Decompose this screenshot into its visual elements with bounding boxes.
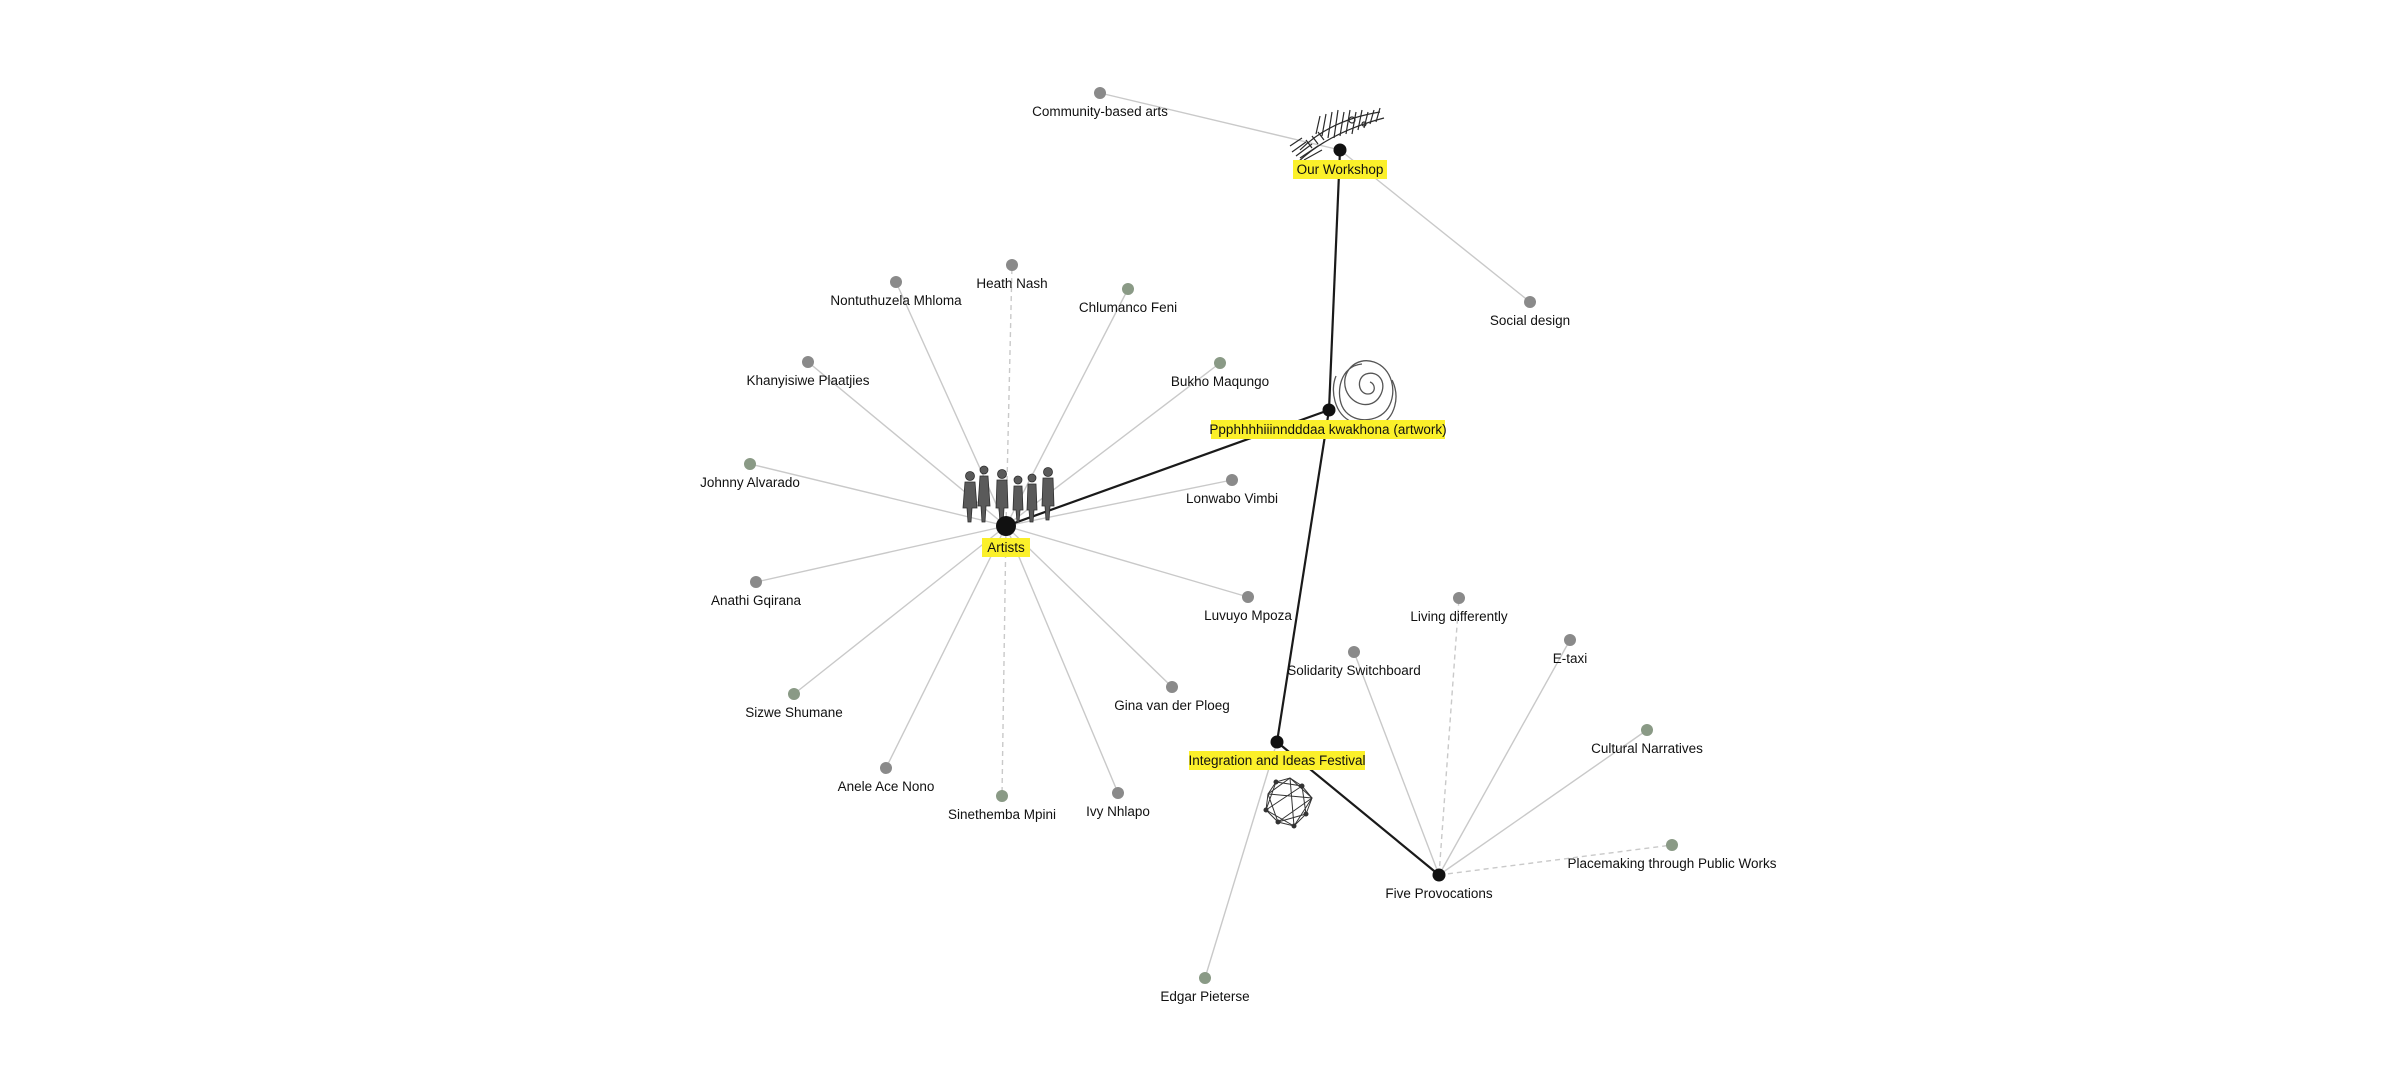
label-sizwe[interactable]: Sizwe Shumane	[745, 705, 843, 720]
node-etaxi[interactable]	[1564, 634, 1576, 646]
edge-five-etaxi	[1438, 639, 1571, 876]
edge-workshop-ppph	[1327, 149, 1342, 411]
label-bg-our-workshop	[1293, 160, 1387, 179]
label-cultural-narratives[interactable]: Cultural Narratives	[1591, 741, 1703, 756]
edge-artists-gina	[1005, 525, 1173, 688]
label-chlumanco[interactable]: Chlumanco Feni	[1079, 300, 1177, 315]
node-khanyisiwe[interactable]	[802, 356, 814, 368]
node-gina[interactable]	[1166, 681, 1178, 693]
edge-artists-nontuthuzela	[895, 281, 1007, 527]
label-sinethemba[interactable]: Sinethemba Mpini	[948, 807, 1056, 822]
node-sizwe[interactable]	[788, 688, 800, 700]
node-heath-nash[interactable]	[1006, 259, 1018, 271]
edge-five-solidarity	[1353, 651, 1440, 876]
spiral-artwork-icon	[1332, 360, 1397, 427]
network-sketch-icon	[1263, 777, 1313, 829]
node-iif[interactable]	[1270, 735, 1284, 749]
edge-five-placemaking	[1438, 844, 1673, 876]
label-solidarity[interactable]: Solidarity Switchboard	[1287, 663, 1421, 678]
edge-artists-ivy	[1005, 525, 1119, 794]
hatched-sketch-icon	[1289, 107, 1385, 163]
node-cultural-narratives[interactable]	[1641, 724, 1653, 736]
label-luvuyo[interactable]: Luvuyo Mpoza	[1204, 608, 1292, 623]
node-solidarity[interactable]	[1348, 646, 1360, 658]
label-khanyisiwe[interactable]: Khanyisiwe Plaatjies	[746, 373, 869, 388]
label-bg-iif	[1189, 751, 1365, 770]
node-social-design[interactable]	[1524, 296, 1536, 308]
label-anathi[interactable]: Anathi Gqirana	[711, 593, 802, 608]
edge-workshop-community-arts	[1099, 92, 1341, 151]
node-chlumanco[interactable]	[1122, 283, 1134, 295]
node-johnny[interactable]	[744, 458, 756, 470]
label-ppph[interactable]: Ppphhhhiiinndddaa kwakhona (artwork)	[1209, 422, 1446, 437]
edge-artists-sizwe	[793, 525, 1007, 695]
edge-five-cultural-narratives	[1438, 729, 1648, 876]
node-lonwabo[interactable]	[1226, 474, 1238, 486]
edge-iif-edgar	[1204, 741, 1278, 979]
label-our-workshop[interactable]: Our Workshop	[1297, 162, 1384, 177]
label-etaxi[interactable]: E-taxi	[1553, 651, 1588, 666]
node-ppph[interactable]	[1322, 403, 1336, 417]
node-sinethemba[interactable]	[996, 790, 1008, 802]
node-community-arts[interactable]	[1094, 87, 1106, 99]
label-living-differently[interactable]: Living differently	[1410, 609, 1508, 624]
edge-artists-heath-nash	[1005, 264, 1013, 527]
label-bg-artists	[982, 538, 1030, 557]
node-five-provocations[interactable]	[1432, 868, 1446, 882]
node-luvuyo[interactable]	[1242, 591, 1254, 603]
node-bukho[interactable]	[1214, 357, 1226, 369]
label-edgar[interactable]: Edgar Pieterse	[1160, 989, 1249, 1004]
leaf-labels: Community-based arts Social design Heath…	[700, 104, 1777, 1004]
edge-artists-anathi	[755, 525, 1007, 583]
node-edgar[interactable]	[1199, 972, 1211, 984]
label-nontuthuzela[interactable]: Nontuthuzela Mhloma	[830, 293, 962, 308]
edge-ppph-iif	[1275, 409, 1331, 743]
edge-artists-lonwabo	[1005, 479, 1233, 527]
leaf-nodes	[744, 87, 1678, 984]
hub-labels: Our Workshop Ppphhhhiiinndddaa kwakhona …	[982, 160, 1493, 901]
node-our-workshop[interactable]	[1333, 143, 1347, 157]
label-heath-nash[interactable]: Heath Nash	[976, 276, 1047, 291]
edge-artists-luvuyo	[1005, 525, 1249, 598]
hub-nodes	[996, 143, 1446, 882]
label-bukho[interactable]: Bukho Maqungo	[1171, 374, 1269, 389]
node-placemaking[interactable]	[1666, 839, 1678, 851]
node-anathi[interactable]	[750, 576, 762, 588]
label-five-provocations[interactable]: Five Provocations	[1385, 886, 1493, 901]
label-placemaking[interactable]: Placemaking through Public Works	[1567, 856, 1776, 871]
label-artists[interactable]: Artists	[987, 540, 1025, 555]
label-community-arts[interactable]: Community-based arts	[1032, 104, 1168, 119]
label-gina[interactable]: Gina van der Ploeg	[1114, 698, 1230, 713]
label-social-design[interactable]: Social design	[1490, 313, 1570, 328]
label-bg-ppph	[1211, 420, 1445, 439]
edge-artists-bukho	[1005, 362, 1221, 527]
node-artists[interactable]	[996, 516, 1016, 536]
label-anele[interactable]: Anele Ace Nono	[838, 779, 935, 794]
edge-artists-sinethemba	[1001, 525, 1007, 797]
edges	[749, 92, 1673, 979]
edge-artists-anele	[885, 525, 1007, 769]
label-iif[interactable]: Integration and Ideas Festival	[1188, 753, 1365, 768]
node-nontuthuzela[interactable]	[890, 276, 902, 288]
node-anele[interactable]	[880, 762, 892, 774]
label-johnny[interactable]: Johnny Alvarado	[700, 475, 800, 490]
label-ivy[interactable]: Ivy Nhlapo	[1086, 804, 1150, 819]
edge-artists-johnny	[749, 463, 1007, 527]
edge-artists-chlumanco	[1005, 288, 1129, 527]
label-lonwabo[interactable]: Lonwabo Vimbi	[1186, 491, 1278, 506]
node-living-differently[interactable]	[1453, 592, 1465, 604]
edge-five-living-differently	[1438, 597, 1460, 876]
people-figures-icon	[962, 465, 1055, 525]
node-ivy[interactable]	[1112, 787, 1124, 799]
